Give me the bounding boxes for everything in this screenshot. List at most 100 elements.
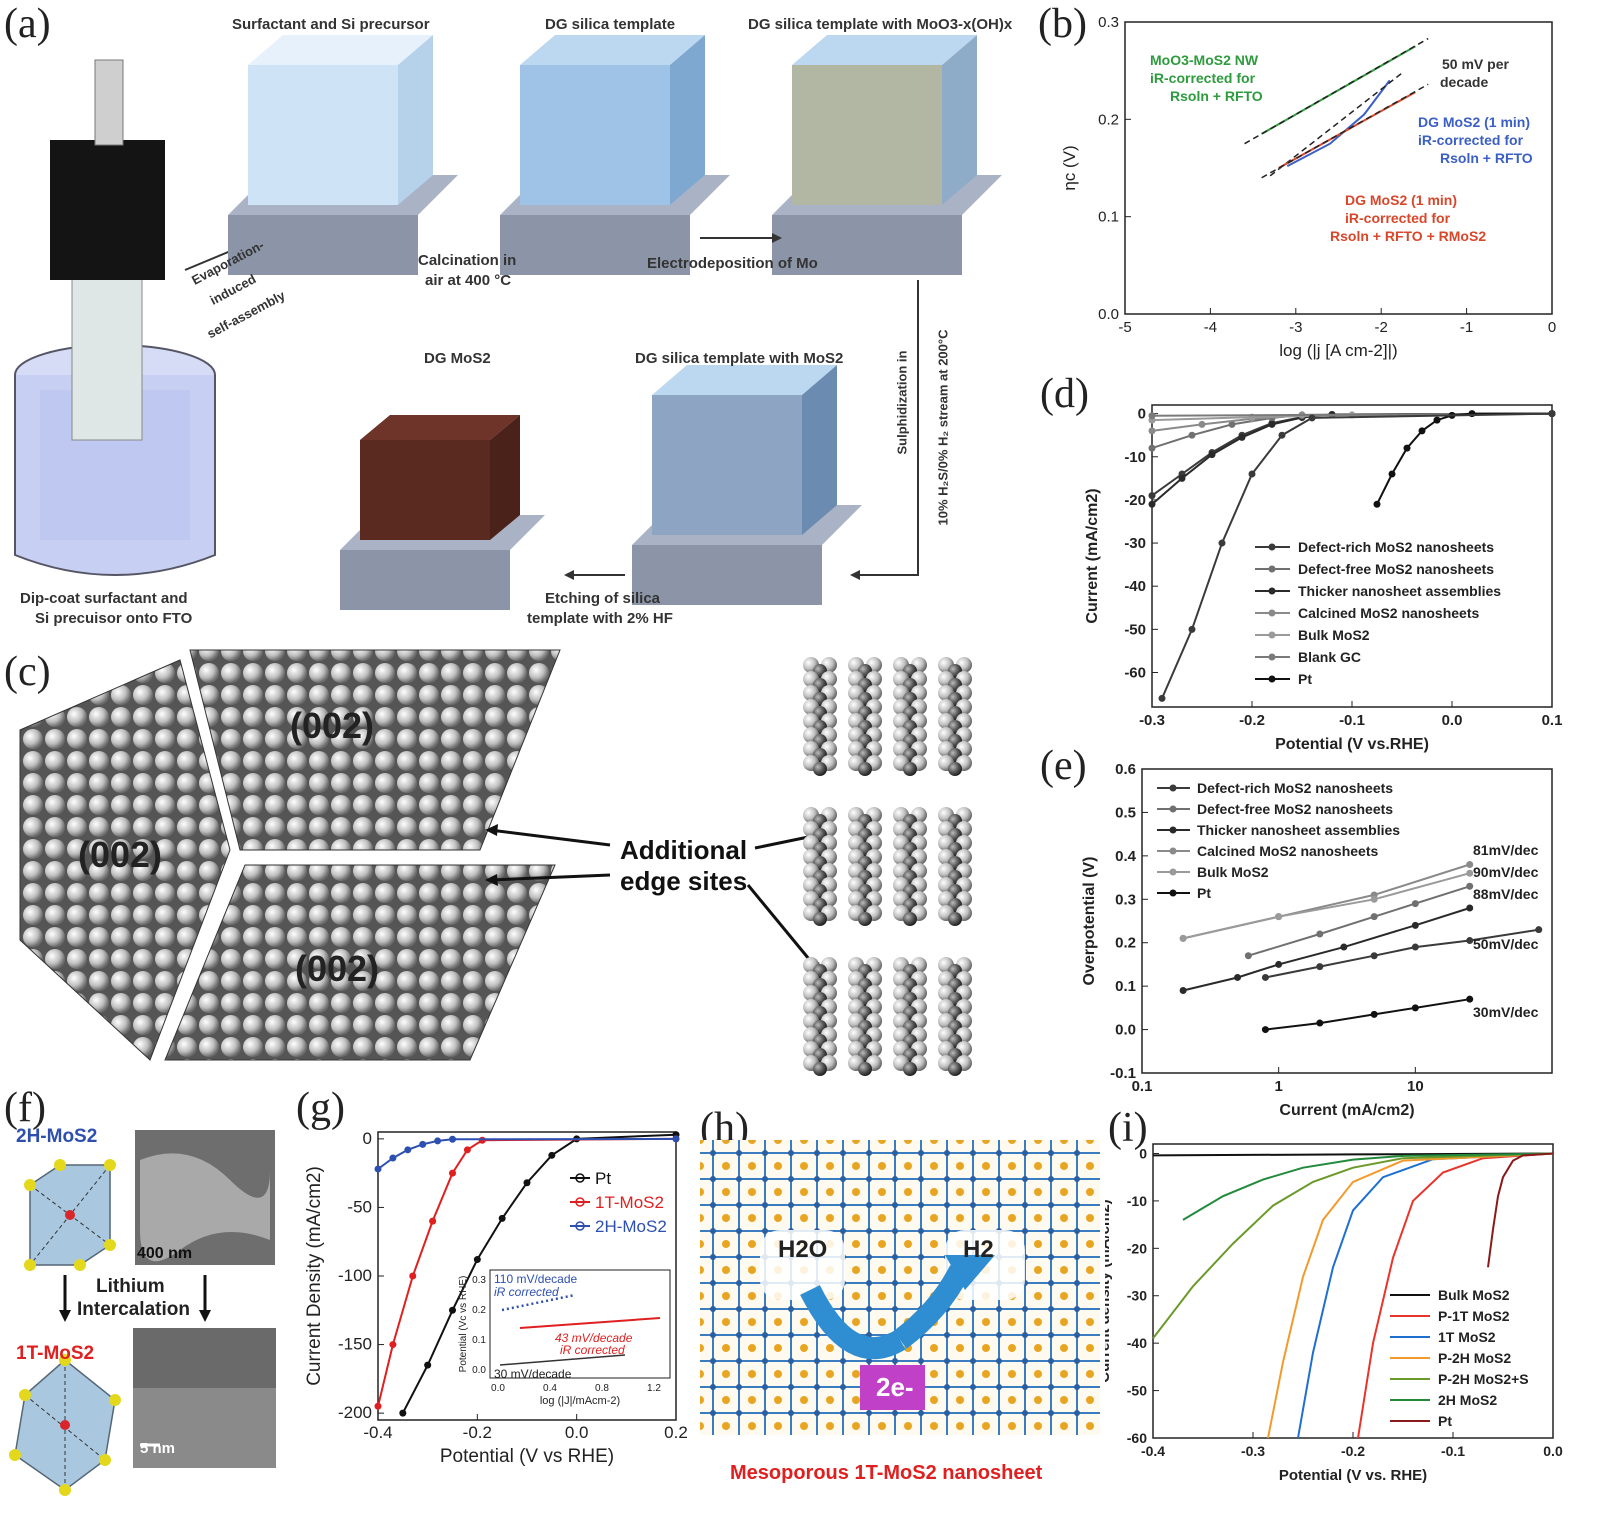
x-tick-label: 0 <box>1548 319 1556 336</box>
g-inset-note: 43 mV/decade <box>555 1331 633 1345</box>
e-series-4-point <box>1370 895 1378 903</box>
x-tick-label: -4 <box>1204 319 1217 336</box>
d-legend-label: Pt <box>1298 671 1312 687</box>
x-axis-label: Potential (V vs. RHE) <box>1279 1467 1427 1484</box>
b-note-red-3: Rsoln + RFTO + RMoS2 <box>1330 228 1487 244</box>
y-tick-label: 0 <box>1138 406 1146 423</box>
x-tick-label: -0.3 <box>1241 1443 1265 1459</box>
g-inset-ytick: 0.1 <box>472 1335 486 1346</box>
y-axis-label: Current density (mA/cm2) <box>1105 1199 1113 1382</box>
dip-rod <box>94 59 124 146</box>
d-series-1-point <box>1188 431 1196 439</box>
g-inset-xtick: 0.0 <box>491 1383 505 1394</box>
b-series-0-line <box>1261 45 1416 135</box>
i-series-5-line <box>1182 1152 1554 1221</box>
d-legend-marker <box>1268 565 1276 573</box>
e-series-0-point <box>1316 963 1324 971</box>
plot-frame <box>1124 21 1553 315</box>
arrow-label-etch-1: Etching of silica <box>545 590 661 607</box>
d-series-6-line <box>1376 412 1552 505</box>
b-fit-line-1 <box>1269 72 1404 177</box>
edge-atom-mo <box>858 912 872 926</box>
e-slope-label: 90mV/dec <box>1473 864 1539 880</box>
b-note-blue-3: Rsoln + RFTO <box>1440 150 1533 166</box>
g-inset-note: 110 mV/decade <box>494 1272 577 1286</box>
e-legend-marker <box>1169 868 1177 876</box>
e-series-2-line <box>1182 907 1471 992</box>
i-legend-label: 1T MoS2 <box>1438 1329 1496 1345</box>
step-label-3: DG silica template with MoO3-x(OH)x <box>748 16 1013 33</box>
arrow-label-sulph-2: 10% H₂S/0% H₂ stream at 200°C <box>935 329 951 526</box>
g-series-0-point <box>473 1256 481 1264</box>
reaction-arrow-right <box>893 1264 970 1349</box>
g-series-1-point <box>409 1272 417 1280</box>
d-series-2-point <box>1178 474 1186 482</box>
cube-dg-mos2 <box>632 365 862 605</box>
y-axis-label: Current (mA/cm2) <box>1084 488 1101 623</box>
y-tick-label: -200 <box>338 1403 372 1422</box>
octahedron-2h <box>24 1159 116 1271</box>
x-tick-label: 0.2 <box>664 1423 688 1442</box>
b-note-slope-1: 50 mV per <box>1442 56 1509 72</box>
d-series-3-point <box>1198 420 1206 428</box>
e-series-4-point <box>1466 869 1474 877</box>
y-tick-label: 0.4 <box>1115 848 1137 865</box>
panel-i-label: (i) <box>1108 1105 1148 1151</box>
e-series-2-point <box>1179 986 1187 994</box>
octahedron-1t <box>9 1354 121 1496</box>
cube-dg-moo3 <box>772 35 1002 275</box>
arrow-label-calc-2: air at 400 °C <box>425 272 512 289</box>
i-legend-label: P-2H MoS2+S <box>1438 1371 1529 1387</box>
e-legend-marker <box>1169 826 1177 834</box>
g-series-2-point <box>404 1146 412 1154</box>
x-tick-label: -3 <box>1289 319 1302 336</box>
e-series-5-point <box>1411 1004 1419 1012</box>
edge-atom-mo <box>948 762 962 776</box>
d-legend-marker <box>1268 543 1276 551</box>
x-tick-label: 10 <box>1407 1078 1424 1095</box>
facet-left <box>19 659 231 1061</box>
e-series-1-point <box>1244 952 1252 960</box>
y-tick-label: 0.0 <box>1098 306 1119 323</box>
x-tick-label: -0.2 <box>463 1423 492 1442</box>
panel-a-schematic <box>14 35 1002 610</box>
edge-atom-mo <box>903 762 917 776</box>
e-series-2-point <box>1234 973 1242 981</box>
g-series-2-point <box>449 1135 456 1143</box>
arrow-label-calc-1: Calcination in <box>418 252 517 269</box>
label-intercalation: Intercalation <box>77 1299 190 1320</box>
e-series-2-point <box>1411 921 1419 929</box>
g-series-1-point <box>389 1341 397 1349</box>
d-series-6-point <box>1468 410 1476 418</box>
d-legend-marker <box>1268 609 1276 617</box>
glass-substrate <box>71 269 143 441</box>
step-label-1: Surfactant and Si precursor <box>232 16 430 33</box>
d-legend-marker <box>1268 631 1276 639</box>
x-axis-label: log (|j [A cm-2]|) <box>1279 341 1397 360</box>
arrow-label-sulph-1: Sulphidization in <box>894 350 910 455</box>
i-series-6-line <box>1487 1152 1554 1268</box>
edge-atom-mo <box>858 762 872 776</box>
y-tick-label: -0.1 <box>1110 1065 1136 1082</box>
g-series-2-point <box>374 1165 382 1173</box>
y-tick-label: -10 <box>1127 1193 1147 1209</box>
panel-b-label: (b) <box>1038 1 1087 47</box>
g-legend-marker <box>575 1173 585 1183</box>
g-series-2-point <box>434 1137 442 1145</box>
g-inset-xlabel: log (|J|/mAcm-2) <box>540 1395 620 1407</box>
g-series-0-point <box>399 1409 407 1417</box>
e-series-0-point <box>1535 926 1543 934</box>
g-inset-ytick: 0.3 <box>472 1275 486 1286</box>
d-series-7-point <box>1548 410 1556 418</box>
e-series-4-point <box>1179 934 1187 942</box>
d-series-7-point <box>1308 414 1316 422</box>
edge-atom-mo <box>813 762 827 776</box>
e-legend-marker <box>1169 889 1177 897</box>
g-series-2-point <box>672 1135 680 1143</box>
e-legend-marker <box>1169 805 1177 813</box>
y-axis-label: Overpotential (V) <box>1081 857 1098 986</box>
y-tick-label: 0.1 <box>1115 978 1136 995</box>
edge-atom-mo <box>813 1062 827 1076</box>
d-series-6-point <box>1388 470 1396 478</box>
